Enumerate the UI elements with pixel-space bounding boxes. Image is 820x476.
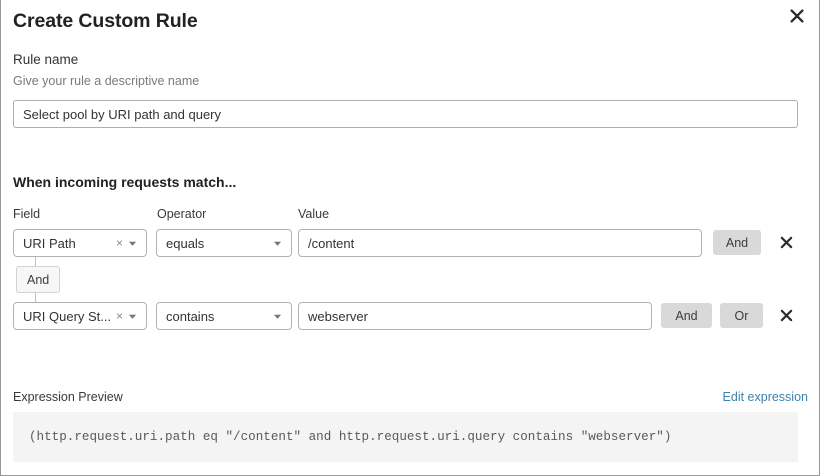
expression-preview-label: Expression Preview — [13, 390, 123, 404]
and-button-1[interactable]: And — [713, 230, 761, 255]
rule-name-input[interactable] — [13, 100, 798, 128]
edit-expression-link[interactable]: Edit expression — [722, 390, 808, 404]
value-input-2[interactable] — [298, 302, 652, 330]
close-icon[interactable] — [786, 5, 808, 27]
clear-icon[interactable]: × — [115, 236, 123, 250]
dialog-header: Create Custom Rule — [13, 0, 807, 46]
delete-condition-button-1[interactable] — [776, 232, 797, 253]
field-select-2[interactable]: URI Query St... × — [13, 302, 147, 330]
match-section-heading: When incoming requests match... — [13, 174, 237, 190]
connector-line-top — [35, 257, 36, 266]
chevron-down-icon — [128, 241, 137, 246]
chevron-down-icon — [273, 314, 282, 319]
close-icon — [780, 309, 793, 322]
operator-select-2[interactable]: contains — [156, 302, 292, 330]
column-header-field: Field — [13, 207, 41, 221]
column-header-operator: Operator — [157, 207, 207, 221]
connector-and-badge[interactable]: And — [16, 266, 61, 293]
chevron-down-icon — [128, 314, 137, 319]
or-button-2[interactable]: Or — [720, 303, 763, 328]
expression-preview-code: (http.request.uri.path eq "/content" and… — [13, 412, 798, 462]
operator-select-2-value: contains — [166, 308, 215, 324]
value-input-1[interactable] — [298, 229, 702, 257]
connector-line-bottom — [35, 293, 36, 302]
condition-connector: And — [13, 257, 73, 303]
field-select-1[interactable]: URI Path × — [13, 229, 147, 257]
chevron-down-icon — [273, 241, 282, 246]
close-icon — [780, 236, 793, 249]
rule-name-label: Rule name — [13, 52, 79, 67]
close-icon-glyph — [790, 9, 804, 23]
clear-icon[interactable]: × — [115, 309, 123, 323]
and-button-2[interactable]: And — [661, 303, 712, 328]
delete-condition-button-2[interactable] — [776, 305, 797, 326]
rule-name-hint: Give your rule a descriptive name — [13, 74, 200, 88]
operator-select-1[interactable]: equals — [156, 229, 292, 257]
operator-select-1-value: equals — [166, 235, 205, 251]
column-header-value: Value — [298, 207, 330, 221]
page-title: Create Custom Rule — [13, 10, 198, 32]
field-select-2-value: URI Query St... — [23, 308, 112, 324]
field-select-1-value: URI Path — [23, 235, 76, 251]
